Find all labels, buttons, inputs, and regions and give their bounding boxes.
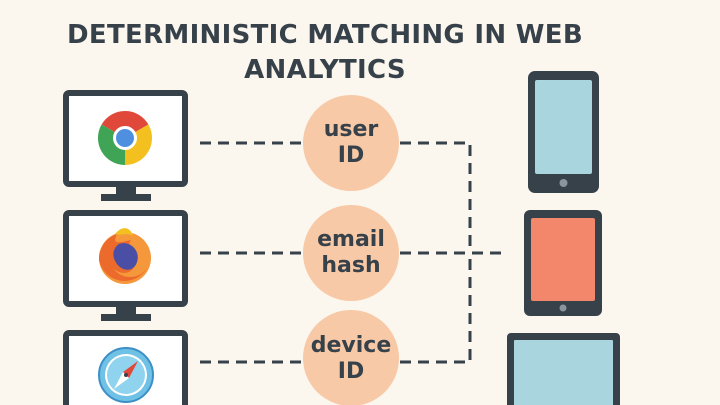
smartphone-icon	[528, 71, 599, 193]
connector-device-id-branch	[400, 253, 472, 364]
firefox-icon	[98, 228, 151, 284]
monitor-chrome	[63, 90, 188, 201]
monitor-firefox	[63, 210, 188, 321]
connector-user-id-branch	[400, 141, 472, 253]
node-label-line: email	[317, 227, 385, 252]
title-line-1: DETERMINISTIC MATCHING IN WEB	[67, 20, 583, 50]
laptop-screen	[514, 340, 613, 405]
node-label-line: hash	[321, 253, 381, 278]
connectors	[200, 141, 508, 364]
monitor-stand	[116, 304, 136, 314]
node-label-line: device	[310, 333, 392, 358]
node-label-user-id: user ID	[303, 117, 399, 169]
node-device-id	[303, 310, 399, 405]
tablet-home-button	[559, 304, 567, 312]
safari-icon	[98, 347, 154, 403]
monitor-base	[101, 194, 151, 201]
chrome-icon	[97, 110, 153, 166]
monitor-stand	[116, 184, 136, 194]
node-label-line: user	[323, 117, 379, 142]
node-email-hash	[303, 205, 399, 301]
smartphone-home-button	[559, 179, 568, 187]
title-line-2: ANALYTICS	[244, 55, 406, 85]
node-label-line: ID	[337, 359, 365, 384]
diagram-title: DETERMINISTIC MATCHING IN WEB ANALYTICS	[0, 18, 650, 88]
node-label-email-hash: email hash	[303, 227, 399, 279]
node-label-device-id: device ID	[303, 333, 399, 385]
tablet-screen	[531, 218, 595, 301]
laptop-icon	[507, 333, 620, 405]
node-user-id	[303, 95, 399, 191]
node-label-line: ID	[337, 143, 365, 168]
monitor-safari	[63, 330, 188, 405]
smartphone-screen	[535, 80, 592, 174]
tablet-icon	[524, 210, 602, 316]
monitor-base	[101, 314, 151, 321]
